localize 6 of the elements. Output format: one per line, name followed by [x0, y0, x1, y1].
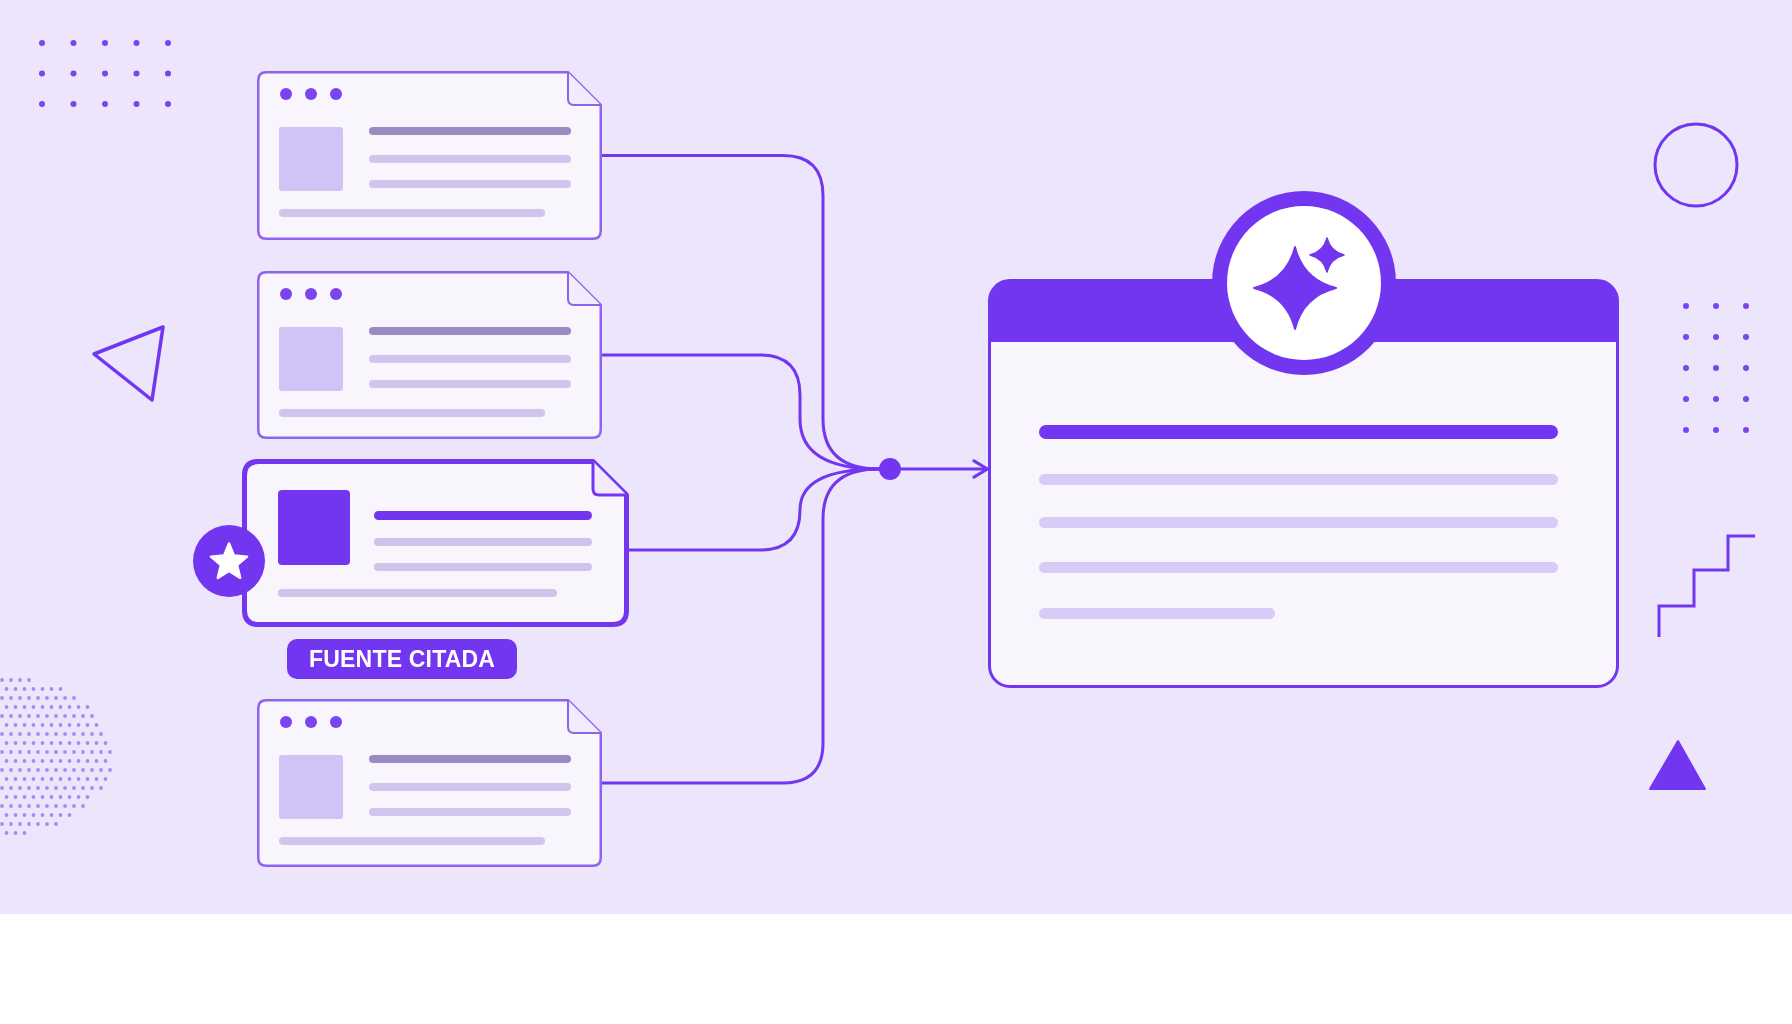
- arrow: [899, 459, 990, 479]
- connector-line: [600, 467, 881, 785]
- connector-line: [600, 353, 881, 471]
- citation-tag: FUENTE CITADA: [287, 639, 518, 679]
- result-window: [988, 279, 1619, 688]
- junction-dot: [879, 458, 901, 480]
